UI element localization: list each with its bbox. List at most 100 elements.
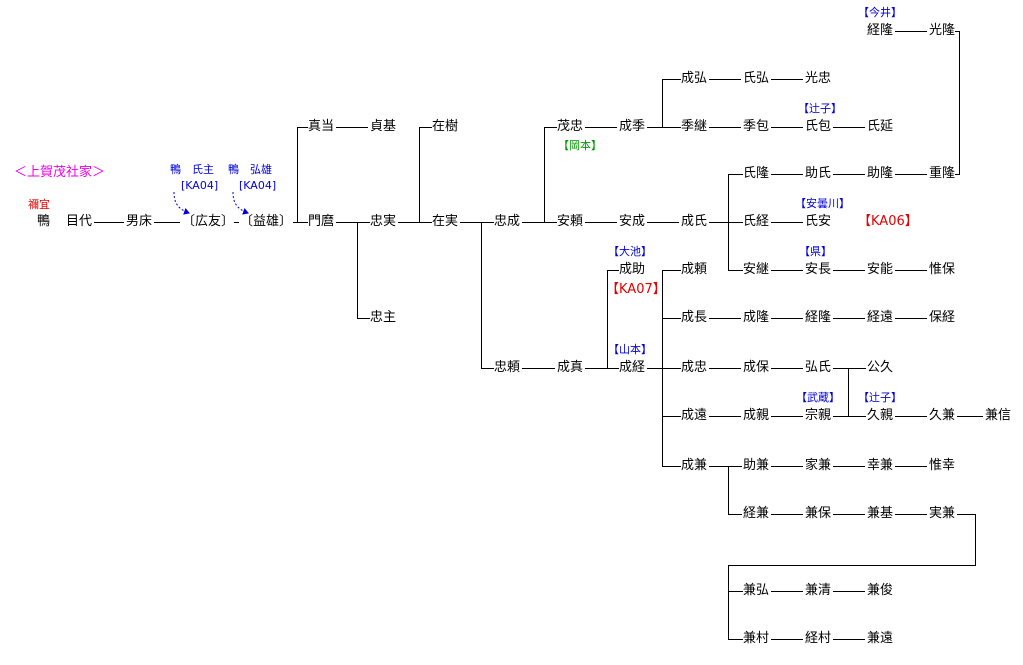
person-node: 経兼 <box>743 506 770 521</box>
person-node: 経隆 <box>805 310 832 325</box>
connector-line <box>833 514 865 515</box>
connector-line <box>771 222 803 223</box>
branch-label-zushi-2: 【辻子】 <box>858 391 902 404</box>
connector-line <box>663 270 681 271</box>
person-node: 忠実 <box>370 214 397 229</box>
person-node: 保経 <box>929 310 956 325</box>
page-ref-ka04-1: [KA04] <box>181 179 219 192</box>
connector-line <box>420 222 432 223</box>
connector-line <box>895 416 927 417</box>
connector-line <box>293 222 297 223</box>
person-node: 経村 <box>805 631 832 646</box>
person-node: 成隆 <box>743 310 770 325</box>
annotation-kamo-hiroo: 鴨 弘雄 <box>228 163 272 176</box>
branch-label-oike: 【大池】 <box>608 245 652 258</box>
connector-line <box>585 368 607 369</box>
connector-line <box>709 222 728 223</box>
person-node: 幸兼 <box>867 458 894 473</box>
chart-title: ＜上賀茂社家＞ <box>14 165 106 180</box>
person-node: 助兼 <box>743 458 770 473</box>
page-ref-ka04-2: [KA04] <box>239 179 277 192</box>
connector-line <box>357 222 358 319</box>
connector-line <box>358 318 370 319</box>
person-node: 惟幸 <box>929 458 956 473</box>
person-node: 氏弘 <box>743 71 770 86</box>
connector-line <box>833 591 865 592</box>
person-node: 兼俊 <box>867 583 894 598</box>
person-node: 安継 <box>743 262 770 277</box>
person-node: 成氏 <box>681 214 708 229</box>
connector-line <box>771 270 803 271</box>
person-node: 安頼 <box>557 214 584 229</box>
person-node: 惟保 <box>929 262 956 277</box>
person-node: 兼保 <box>805 506 832 521</box>
person-node: 成長 <box>681 310 708 325</box>
connector-line <box>833 466 865 467</box>
connector-line <box>955 174 959 175</box>
annotation-kamo-ujinushi: 鴨 氏主 <box>170 163 214 176</box>
branch-label-musashi: 【武蔵】 <box>796 391 840 404</box>
connector-line <box>729 222 743 223</box>
connector-line <box>771 639 803 640</box>
connector-line <box>460 222 481 223</box>
connector-line <box>662 79 663 128</box>
person-node: 兼信 <box>985 408 1012 423</box>
connector-line <box>833 416 866 417</box>
connector-line <box>545 222 557 223</box>
connector-line <box>771 79 803 80</box>
connector-line <box>709 416 741 417</box>
person-node: 真当 <box>308 119 335 134</box>
person-node: 光忠 <box>805 71 832 86</box>
person-node: 安能 <box>867 262 894 277</box>
connector-line <box>729 174 743 175</box>
person-node: 成弘 <box>681 71 708 86</box>
connector-line <box>94 222 124 223</box>
connector-line <box>728 174 729 271</box>
connector-line <box>608 270 619 271</box>
page-ref-ka07: 【KA07】 <box>606 282 666 297</box>
connector-line <box>728 565 729 640</box>
branch-label-azumigawa: 【安曇川】 <box>795 197 850 210</box>
connector-line <box>420 127 432 128</box>
person-kamo: 鴨 <box>37 214 51 229</box>
connector-line <box>771 174 803 175</box>
person-node: 忠主 <box>370 310 397 325</box>
connector-line <box>545 127 557 128</box>
person-node: 氏隆 <box>743 166 770 181</box>
person-node: 成季 <box>619 119 646 134</box>
connector-line <box>522 222 544 223</box>
person-node: 光隆 <box>929 23 956 38</box>
connector-line <box>728 565 976 566</box>
person-node: 茂忠 <box>557 119 584 134</box>
person-node: 久親 <box>867 408 894 423</box>
connector-line <box>585 222 617 223</box>
person-node: 目代 <box>66 214 93 229</box>
person-node: 兼清 <box>805 583 832 598</box>
person-node: 忠成 <box>494 214 521 229</box>
connector-line <box>482 222 494 223</box>
connector-line <box>647 222 679 223</box>
person-node: 門麿 <box>308 214 335 229</box>
connector-line <box>895 174 927 175</box>
identity-arrow-hiroo-to-masuo <box>232 191 249 215</box>
person-node: 兼弘 <box>743 583 770 598</box>
connector-line <box>833 368 866 369</box>
connector-line <box>848 368 849 417</box>
connector-line <box>647 368 662 369</box>
connector-line <box>608 368 619 369</box>
branch-label-yamamoto: 【山本】 <box>608 343 652 356</box>
identity-arrow-ujinushi-to-hirotomo <box>173 191 190 215</box>
connector-line <box>709 466 728 467</box>
person-node: 兼村 <box>743 631 770 646</box>
connector-line <box>833 318 865 319</box>
connector-line <box>544 127 545 223</box>
person-node: 家兼 <box>805 458 832 473</box>
person-node: 成保 <box>743 360 770 375</box>
connector-line <box>729 514 742 515</box>
connector-line <box>663 318 681 319</box>
connector-line <box>398 222 419 223</box>
person-node: 兼基 <box>867 506 894 521</box>
branch-label-okamoto: 【岡本】 <box>558 139 602 152</box>
connector-line <box>481 222 482 369</box>
